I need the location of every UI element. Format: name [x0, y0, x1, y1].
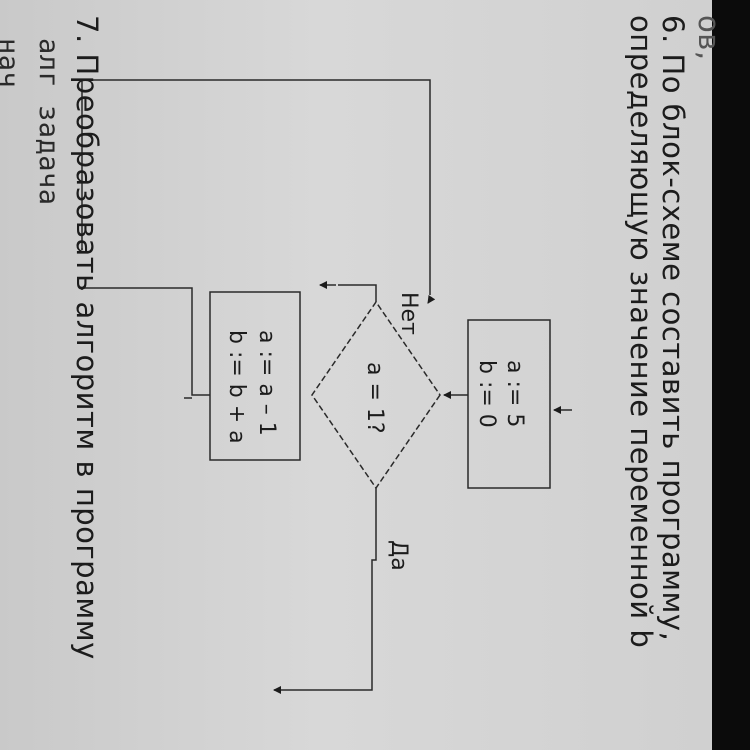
back-edge-arrow — [427, 294, 436, 304]
code-line1: алг задача — [33, 38, 64, 206]
yes-branch-line — [292, 488, 377, 691]
condition-text: a = 1? — [362, 362, 387, 434]
init-b-text: b := 0 — [474, 360, 499, 428]
back-edge-line — [81, 79, 431, 295]
loop-b-text: b := b + a — [224, 330, 249, 444]
textbook-page: ов, 6. По блок-схеме составить программу… — [0, 15, 726, 694]
no-branch-line — [338, 284, 377, 302]
task7-line1: 7. Преобразовать алгоритм в программу — [70, 15, 104, 660]
init-a-text: a := 5 — [502, 360, 527, 427]
loop-block — [209, 291, 301, 461]
condition-diamond — [311, 300, 441, 490]
loop-a-text: a := a – 1 — [254, 330, 279, 436]
code-line2: нач — [0, 38, 24, 89]
init-block — [467, 319, 551, 489]
loop-back-line — [81, 287, 210, 396]
no-label: Нет — [396, 292, 421, 335]
yes-label: Да — [386, 540, 411, 571]
paper-sheet — [0, 0, 712, 750]
flowchart: a := 5 b := 0 a = 1? Да Нет a := a – 1 b… — [81, 79, 572, 694]
